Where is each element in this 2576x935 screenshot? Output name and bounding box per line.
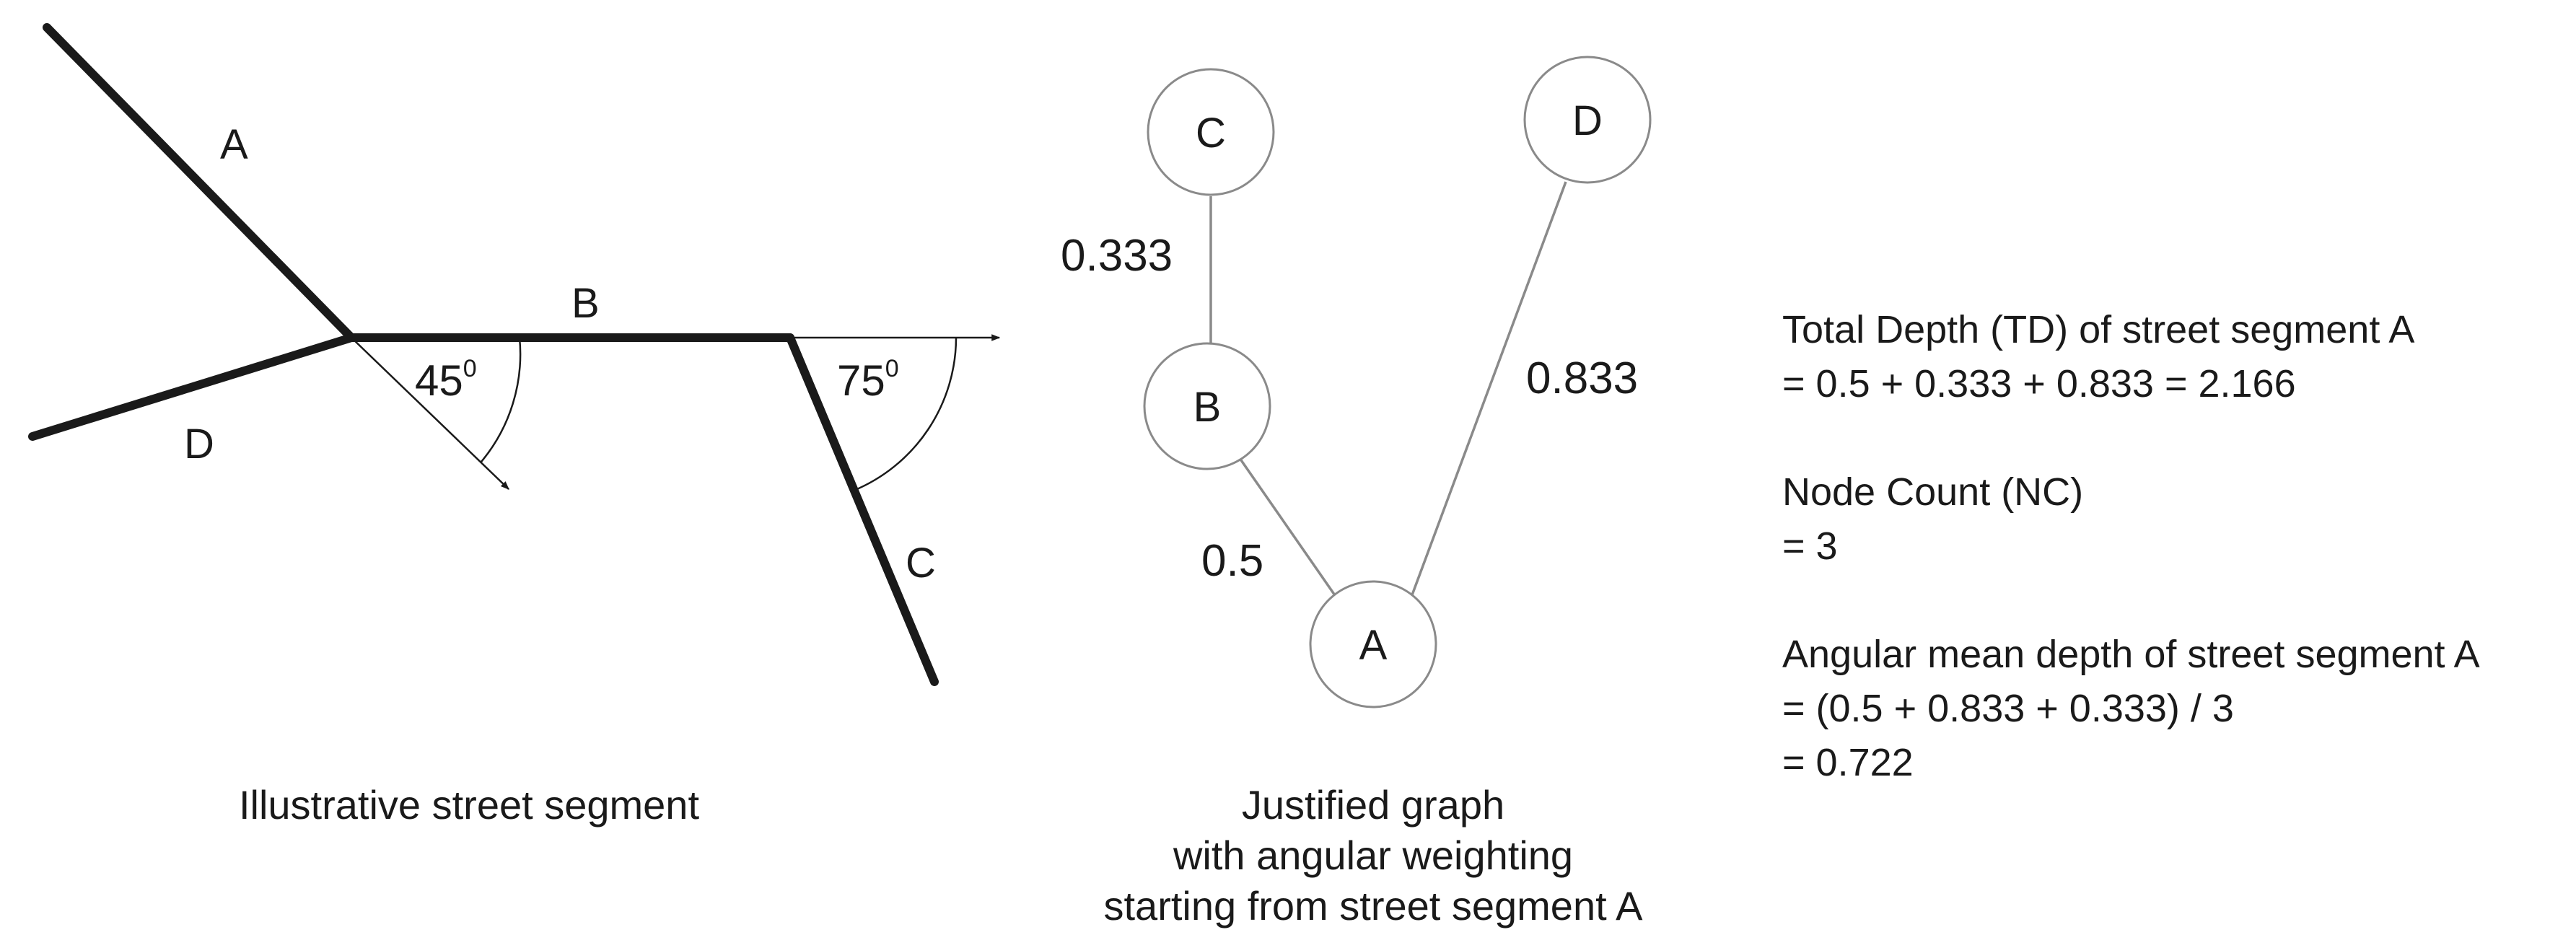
graph-node-label-d: D [1572, 97, 1603, 144]
graph-edge-a-d [1409, 181, 1567, 600]
graph-node-label-b: B [1193, 384, 1222, 431]
graph-node-label-a: A [1359, 622, 1388, 669]
street-segment-a [43, 23, 356, 342]
graph-node-d [1523, 56, 1652, 184]
node-count-value: = 3 [1782, 524, 1838, 568]
graph-caption-line-2: with angular weighting [1173, 833, 1573, 878]
angle-label-75: 750 [837, 355, 899, 405]
street-caption: Illustrative street segment [239, 782, 699, 828]
angle-label-45: 450 [415, 355, 477, 405]
edge-weight-a-d: 0.833 [1526, 354, 1638, 403]
street-segment-c [786, 333, 939, 686]
street-segment-d [28, 333, 356, 441]
continuation-arrow-a [351, 337, 509, 490]
street-segment-illustration: A B D C 450 750 Illustrative street segm… [28, 23, 1001, 828]
graph-edge-a-b [1238, 457, 1338, 598]
segment-label-a: A [220, 121, 248, 168]
graph-node-b [1143, 342, 1271, 470]
graph-node-label-c: C [1196, 110, 1226, 157]
total-depth-title: Total Depth (TD) of street segment A [1782, 308, 2414, 351]
edge-weight-b-c: 0.333 [1061, 231, 1173, 281]
angle-arc-75 [853, 337, 958, 492]
mean-depth-formula: = (0.5 + 0.833 + 0.333) / 3 [1782, 687, 2234, 730]
mean-depth-result: = 0.722 [1782, 741, 1914, 784]
graph-node-a [1309, 580, 1437, 708]
angle-arc-45 [481, 337, 522, 462]
node-count-title: Node Count (NC) [1782, 470, 2083, 514]
edge-weight-a-b: 0.5 [1201, 536, 1263, 586]
segment-label-c: C [906, 540, 936, 587]
graph-caption-line-1: Justified graph [1242, 782, 1504, 828]
justified-graph: C D B A 0.333 0.833 0.5 Justified graph … [1061, 56, 1652, 929]
total-depth-formula: = 0.5 + 0.333 + 0.833 = 2.166 [1782, 362, 2296, 405]
graph-caption-line-3: starting from street segment A [1104, 883, 1644, 929]
metrics-panel: Total Depth (TD) of street segment A = 0… [1782, 308, 2480, 784]
mean-depth-title: Angular mean depth of street segment A [1782, 633, 2480, 676]
graph-node-c [1147, 68, 1275, 196]
segment-label-b: B [571, 280, 600, 327]
segment-label-d: D [184, 421, 214, 468]
